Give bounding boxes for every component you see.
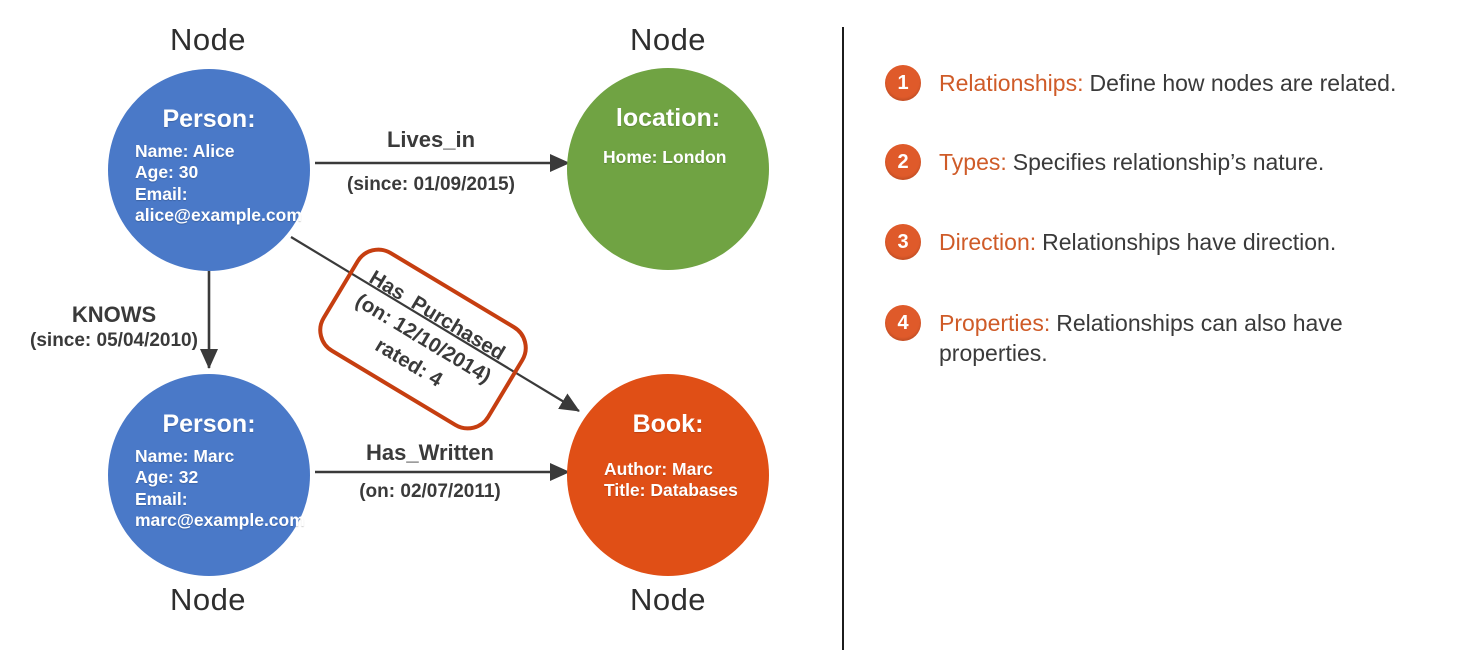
- node-property-line: marc@example.com: [135, 510, 305, 531]
- node-property-line: Author: Marc: [604, 459, 713, 479]
- legend-term: Types:: [939, 149, 1007, 175]
- node-caption-top-left: Node: [169, 22, 247, 57]
- edge-property-has-written: (on: 02/07/2011): [359, 481, 501, 502]
- node-property-line: Email:: [135, 488, 188, 509]
- node-property-line: Title: Databases: [604, 480, 738, 501]
- legend-number-badge: 2: [885, 144, 921, 180]
- node-property-line: Age: 30: [135, 162, 199, 183]
- legend-number-badge: 4: [885, 305, 921, 341]
- legend-item-direction: 3 Direction:Relationships have direction…: [885, 224, 1445, 260]
- legend-term: Properties:: [939, 310, 1051, 336]
- legend-number-badge: 3: [885, 224, 921, 260]
- legend-item-relationships: 1 Relationships:Define how nodes are rel…: [885, 65, 1445, 101]
- edge-property-knows: (since: 05/04/2010): [30, 330, 198, 351]
- edge-label-lives-in: Lives_in: [386, 127, 476, 152]
- node-title: Person:: [162, 410, 256, 438]
- legend-description: Define how nodes are related.: [1089, 70, 1397, 96]
- node-property-line: Home: London: [603, 147, 727, 167]
- node-property-line: Age: 32: [135, 467, 199, 488]
- legend-item-types: 2 Types:Specifies relationship’s nature.: [885, 144, 1445, 180]
- node-property-line: Email:: [135, 183, 188, 204]
- node-property-line: Name: Alice: [135, 141, 235, 161]
- edge-label-has-written: Has_Written: [366, 440, 494, 465]
- node-properties: Home: London: [567, 147, 769, 168]
- legend-description: Relationships can also have properties.: [939, 310, 1343, 367]
- node-properties: Author: Marc Title: Databases: [567, 459, 769, 502]
- legend-text: Relationships:Define how nodes are relat…: [939, 68, 1445, 98]
- legend-number-badge: 1: [885, 65, 921, 101]
- edge-property-lives-in: (since: 01/09/2015): [347, 174, 515, 195]
- legend-term: Direction:: [939, 229, 1037, 255]
- node-location: location: Home: London: [567, 68, 769, 270]
- node-properties: Name: Marc Age: 32 Email: marc@example.c…: [108, 446, 310, 531]
- edge-callout-has-purchased: Has_Purchased (on: 12/10/2014) rated: 4: [308, 237, 538, 441]
- edge-label-knows: KNOWS: [71, 302, 157, 327]
- node-title: Person:: [162, 105, 256, 133]
- node-property-line: alice@example.com: [135, 205, 302, 226]
- legend-item-properties: 4 Properties:Relationships can also have…: [885, 305, 1445, 369]
- vertical-divider: [842, 27, 844, 650]
- legend-description: Relationships have direction.: [1042, 229, 1337, 255]
- legend-text: Types:Specifies relationship’s nature.: [939, 147, 1445, 177]
- node-book: Book: Author: Marc Title: Databases: [567, 374, 769, 576]
- node-title: Book:: [632, 410, 704, 438]
- legend-text: Properties:Relationships can also have p…: [939, 308, 1445, 369]
- node-caption-top-right: Node: [629, 22, 707, 57]
- node-property-line: Name: Marc: [135, 446, 235, 466]
- node-caption-bottom-left: Node: [169, 582, 247, 617]
- legend-description: Specifies relationship’s nature.: [1012, 149, 1325, 175]
- node-person-alice: Person: Name: Alice Age: 30 Email: alice…: [108, 69, 310, 271]
- node-caption-bottom-right: Node: [629, 582, 707, 617]
- legend-term: Relationships:: [939, 70, 1084, 96]
- node-title: location:: [615, 104, 721, 132]
- node-properties: Name: Alice Age: 30 Email: alice@example…: [108, 141, 310, 226]
- legend-text: Direction:Relationships have direction.: [939, 227, 1445, 257]
- node-person-marc: Person: Name: Marc Age: 32 Email: marc@e…: [108, 374, 310, 576]
